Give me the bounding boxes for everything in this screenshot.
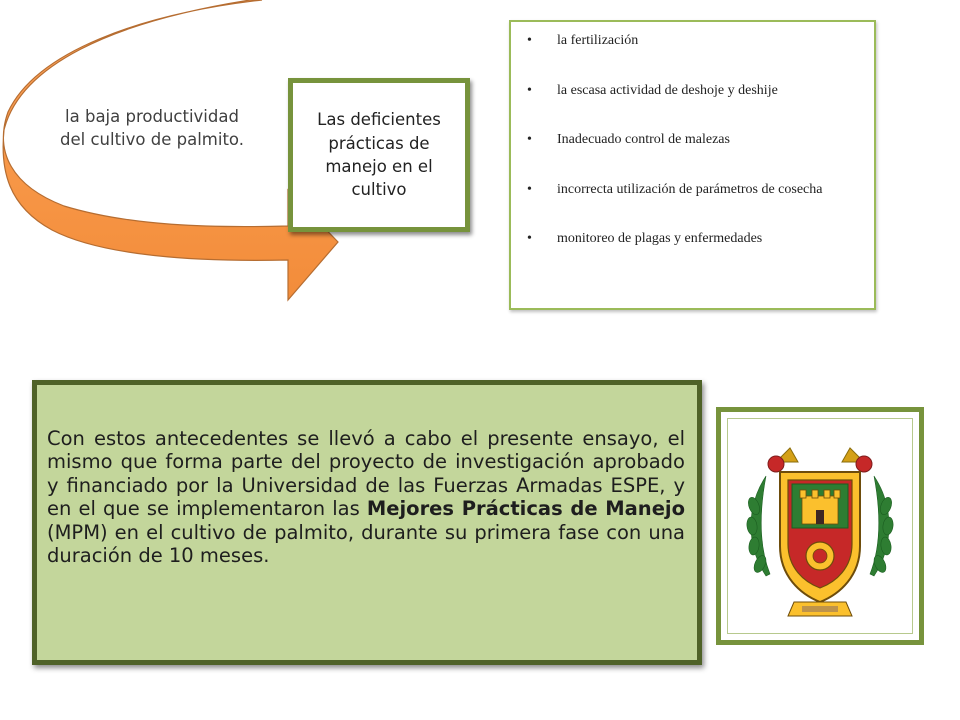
main-bold-phrase: Mejores Prácticas de Manejo <box>366 497 685 521</box>
causes-list: •la fertilización •la escasa actividad d… <box>527 32 864 248</box>
main-paragraph: Con estos antecedentes se llevó a cabo e… <box>47 427 685 567</box>
list-item: •monitoreo de plagas y enfermedades <box>527 231 763 246</box>
bullet-icon: • <box>527 132 532 147</box>
university-crest-icon <box>746 447 894 617</box>
bullet-icon: • <box>527 33 532 48</box>
deficient-practices-box: Las deficientes prácticas de manejo en e… <box>288 78 470 232</box>
logo-frame <box>727 418 913 634</box>
arrow-label: la baja productividad del cultivo de pal… <box>60 107 244 149</box>
curved-arrow-body <box>2 0 339 302</box>
deficient-practices-text: Las deficientes prácticas de manejo en e… <box>317 110 441 200</box>
main-text-box: Con estos antecedentes se llevó a cabo e… <box>32 380 702 665</box>
logo-box <box>716 407 924 645</box>
bullet-icon: • <box>527 231 532 246</box>
list-item: •Inadecuado control de malezas <box>527 132 730 147</box>
causes-list-box: •la fertilización •la escasa actividad d… <box>509 20 876 310</box>
list-item: •la fertilización <box>527 33 639 48</box>
list-item: •incorrecta utilización de parámetros de… <box>527 181 823 197</box>
list-item: •la escasa actividad de deshoje y deshij… <box>527 82 778 98</box>
bullet-icon: • <box>527 82 532 98</box>
bullet-icon: • <box>527 181 532 197</box>
